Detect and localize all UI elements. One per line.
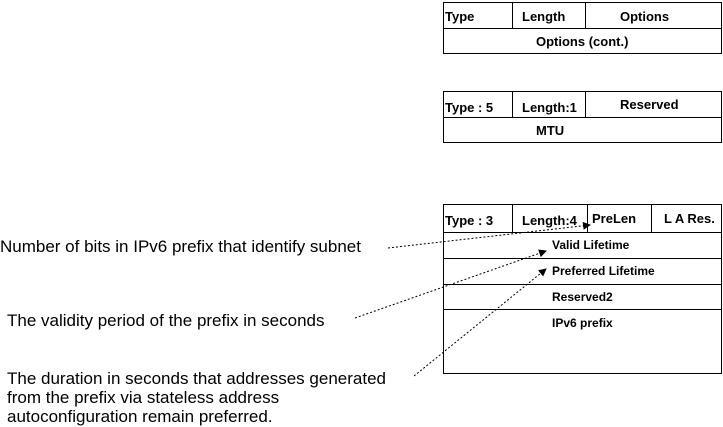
prefix-option-box: Type : 3 Length:4 PreLen L A Res. Valid … <box>443 204 722 374</box>
field-divider <box>587 205 588 232</box>
field-divider <box>585 3 586 28</box>
valid-lifetime-field: Valid Lifetime <box>552 238 630 252</box>
preferred-lifetime-annotation-line1: The duration in seconds that addresses g… <box>7 369 386 388</box>
type-field: Type : 5 <box>445 100 494 115</box>
row-divider <box>444 309 721 310</box>
preferred-lifetime-field: Preferred Lifetime <box>552 264 655 278</box>
row-divider <box>444 28 721 29</box>
prelen-annotation: Number of bits in IPv6 prefix that ident… <box>0 237 361 256</box>
preferred-lifetime-annotation-line2: from the prefix via stateless address <box>7 388 280 407</box>
reserved-field: Reserved <box>620 97 679 112</box>
row-divider <box>444 258 721 259</box>
ipv6-prefix-field: IPv6 prefix <box>552 316 613 330</box>
prelen-arrow <box>387 221 591 249</box>
length-field: Length <box>522 9 566 24</box>
row-divider <box>444 117 721 118</box>
row-divider <box>444 284 721 285</box>
field-divider <box>512 3 513 28</box>
valid-lifetime-arrow <box>354 249 547 319</box>
field-divider <box>651 205 652 232</box>
options-field: Options <box>620 9 670 24</box>
length-field: Length:4 <box>522 213 577 228</box>
field-divider <box>512 92 513 117</box>
options-cont-field: Options (cont.) <box>536 34 629 49</box>
generic-option-box: Type Length Options Options (cont.) <box>443 2 722 54</box>
type-field: Type : 3 <box>445 213 494 228</box>
length-field: Length:1 <box>522 100 577 115</box>
prelen-field: PreLen <box>592 211 637 226</box>
field-divider <box>585 92 586 117</box>
reserved2-field: Reserved2 <box>552 290 613 304</box>
type-field: Type <box>445 9 475 24</box>
valid-lifetime-annotation: The validity period of the prefix in sec… <box>7 311 325 330</box>
flags-field: L A Res. <box>664 211 715 226</box>
row-divider <box>444 232 721 233</box>
field-divider <box>512 205 513 232</box>
preferred-lifetime-arrow <box>413 268 547 377</box>
preferred-lifetime-annotation-line3: autoconfiguration remain preferred. <box>7 407 273 426</box>
mtu-field: MTU <box>536 123 565 138</box>
mtu-option-box: Type : 5 Length:1 Reserved MTU <box>443 91 722 143</box>
